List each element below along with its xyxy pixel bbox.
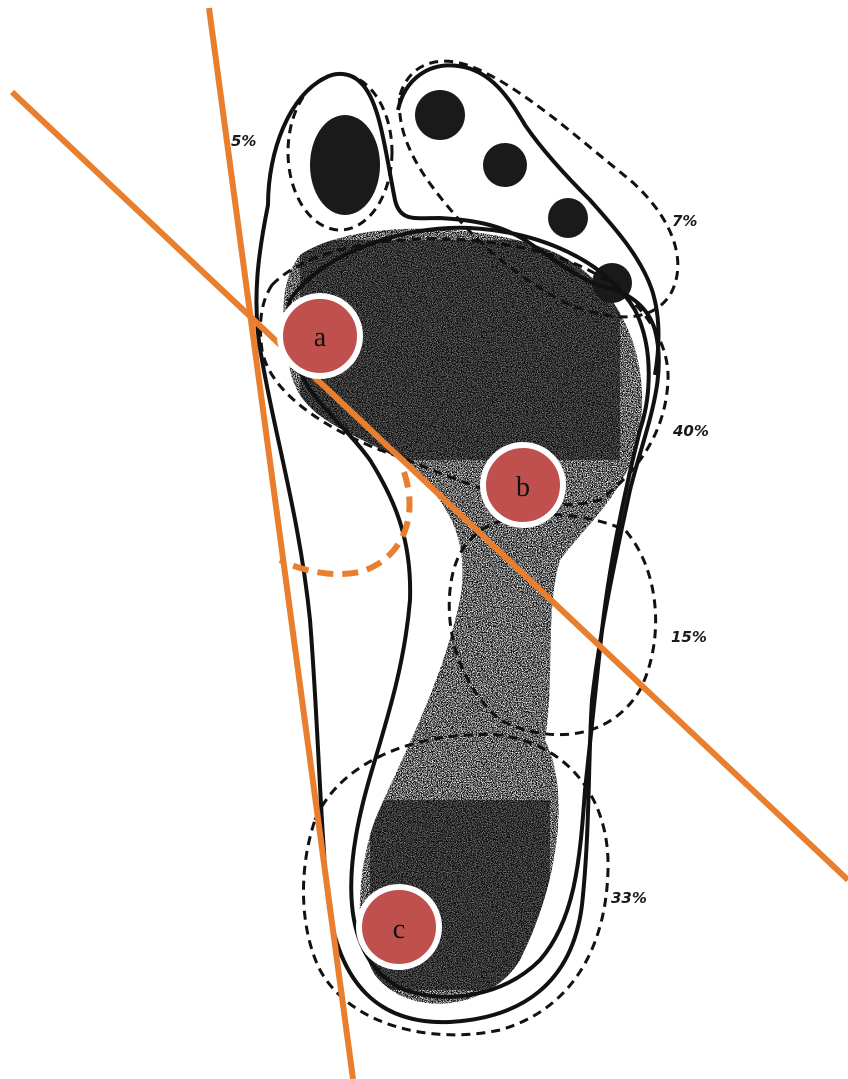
point-c-marker: c (359, 887, 439, 967)
point-b-marker: b (483, 445, 563, 525)
toe4-print (548, 198, 588, 238)
point-c-label: c (393, 914, 405, 945)
forefoot-percent: 40% (672, 422, 709, 440)
point-a-label: a (314, 322, 327, 353)
heel-percent: 33% (611, 889, 647, 907)
lesser-toes-percent: 7% (672, 212, 697, 230)
midfoot-percent: 15% (671, 628, 707, 646)
big-toe-percent: 5% (231, 132, 256, 150)
toe2-print (415, 90, 465, 140)
point-b-label: b (516, 472, 530, 503)
point-a-marker: a (280, 296, 360, 376)
angle-arc (280, 472, 410, 574)
big-toe-print (310, 115, 380, 215)
toe3-print (483, 143, 527, 187)
